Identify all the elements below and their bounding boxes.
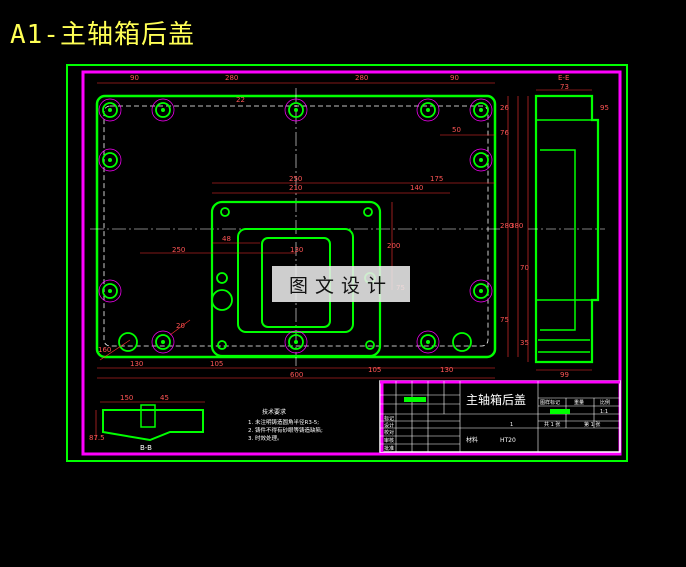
hole-arcs (98, 98, 493, 354)
outer-frame (66, 64, 628, 462)
dim-top-3: 90 (450, 74, 459, 82)
row-label-4: 批准 (384, 445, 394, 452)
page-title: A1-主轴箱后盖 (10, 20, 195, 50)
tech-note-0: 1. 未注明铸造圆角半径R3-5; (248, 418, 319, 426)
dim-right-3: 280 (500, 222, 513, 230)
dim-right-4: 380 (510, 222, 523, 230)
dim-bottom-4: 600 (290, 371, 303, 379)
dim-inner-9: 22 (236, 96, 245, 104)
dim-inner-0: 250 (289, 175, 302, 183)
tech-note-1: 2. 铸件不得有砂眼等铸造缺陷; (248, 426, 323, 434)
col-header-0: 图样标记 (540, 399, 560, 406)
scale-value: 1:1 (600, 409, 608, 415)
material-value: HT20 (500, 437, 516, 444)
detail-dim-1: 45 (160, 394, 169, 402)
material-label: 材料 (466, 436, 478, 444)
detail-dim-2: 87.5 (89, 434, 105, 442)
dim-inner-10: 50 (452, 126, 461, 134)
dim-bottom-0: 130 (130, 360, 143, 368)
side-view: E-E 73 95 70 35 99 (520, 74, 609, 379)
detail-view-label: B-B (140, 444, 152, 452)
dims-inner: 250 210 175 140 48 130 200 250 22 50 75 … (98, 96, 461, 354)
row-label-2: 校对 (384, 429, 394, 436)
row-label-3: 审核 (384, 437, 394, 444)
dims-top: 90 280 280 90 (130, 74, 459, 82)
detail-dim-0: 150 (120, 394, 133, 402)
dim-inner-6: 160 (98, 346, 111, 354)
side-dim-6: 99 (560, 371, 569, 379)
dim-inner-7: 200 (387, 242, 400, 250)
dim-inner-2: 175 (430, 175, 443, 183)
dim-top-1: 280 (225, 74, 238, 82)
tech-notes: 技术要求 1. 未注明铸造圆角半径R3-5; 2. 铸件不得有砂眼等铸造缺陷; … (248, 408, 323, 442)
bolt-holes (102, 102, 489, 352)
dim-right-6: 75 (500, 316, 509, 324)
tech-notes-title: 技术要求 (262, 408, 286, 416)
dim-right-1: 76 (500, 129, 509, 137)
dim-inner-3: 140 (410, 184, 423, 192)
dim-bottom-2: 105 (368, 366, 381, 374)
dim-inner-8: 250 (172, 246, 185, 254)
dim-bottom-3: 130 (440, 366, 453, 374)
part-name: 主轴箱后盖 (466, 392, 526, 407)
dims-bottom: 130 105 105 130 600 (130, 360, 453, 379)
dim-inner-4: 48 (222, 235, 231, 243)
row-label-0: 标记 (384, 415, 394, 422)
dim-bottom-1: 105 (210, 360, 223, 368)
qty-value: 1 (510, 422, 513, 428)
tech-note-2: 3. 时效处理。 (248, 434, 283, 442)
col-header-1: 重量 (574, 399, 584, 406)
dim-top-0: 90 (130, 74, 139, 82)
dim-top-2: 280 (355, 74, 368, 82)
dim-inner-12: 20 (176, 322, 185, 330)
col-header-2: 比例 (600, 399, 610, 406)
side-dim-5: 35 (520, 339, 529, 347)
detail-view: 150 45 87.5 B-B (89, 394, 205, 452)
row-label-1: 设计 (384, 422, 394, 429)
side-view-label: E-E (558, 74, 569, 82)
sheet-total: 共 1 张 (544, 421, 560, 428)
title-block: 主轴箱后盖 图样标记 重量 比例 1:1 共 1 张 第 1 张 材料 HT20… (379, 380, 621, 453)
hole-centers (108, 108, 483, 344)
dim-right-0: 26 (500, 104, 509, 112)
dim-inner-1: 210 (289, 184, 302, 192)
dim-inner-5: 130 (290, 246, 303, 254)
watermark: 图文设计 (272, 266, 410, 302)
side-dim-1: 95 (600, 104, 609, 112)
dims-right: 26 76 280 380 75 (500, 104, 523, 324)
side-dim-0: 73 (560, 83, 569, 91)
side-dim-2: 70 (520, 264, 529, 272)
sheet-number: 第 1 张 (584, 421, 600, 428)
inner-border (81, 70, 622, 456)
